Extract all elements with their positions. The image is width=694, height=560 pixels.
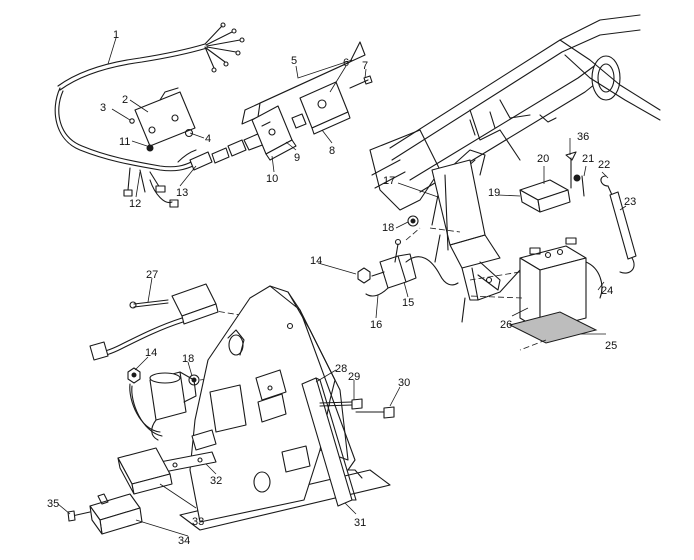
vehicle-frame <box>369 14 661 211</box>
battery-bolts <box>565 151 585 197</box>
wiring-harness <box>54 22 245 208</box>
callout-16: 16 <box>370 319 382 331</box>
callout-26: 26 <box>500 319 512 331</box>
cover-screw <box>67 510 91 522</box>
callout-13: 13 <box>176 187 188 199</box>
lamp-housing-right <box>291 75 373 135</box>
leader-lines <box>57 37 627 537</box>
callout-3: 3 <box>100 102 106 114</box>
plate-bolts <box>319 398 395 419</box>
fuse-box-cover <box>89 493 143 535</box>
washer-upper <box>407 215 419 227</box>
callout-17: 17 <box>383 175 395 187</box>
lamp-housing-left <box>251 105 297 161</box>
callout-34: 34 <box>178 535 190 547</box>
callout-19: 19 <box>488 187 500 199</box>
callout-27: 27 <box>146 269 158 281</box>
callout-28: 28 <box>335 363 347 375</box>
callout-14-upper: 14 <box>310 255 322 267</box>
callout-1: 1 <box>113 29 119 41</box>
callout-18-lower: 18 <box>182 353 194 365</box>
callout-4: 4 <box>205 133 211 145</box>
headlight-bracket-rail <box>241 41 366 125</box>
callout-32: 32 <box>210 475 222 487</box>
battery-bracket <box>431 159 521 323</box>
callout-35: 35 <box>47 498 59 510</box>
battery <box>519 237 603 331</box>
callout-12: 12 <box>129 198 141 210</box>
callout-2: 2 <box>122 94 128 106</box>
callout-20: 20 <box>537 153 549 165</box>
battery-strap <box>600 175 637 274</box>
callout-9: 9 <box>294 152 300 164</box>
callout-36: 36 <box>577 131 589 143</box>
callout-18-upper: 18 <box>382 222 394 234</box>
callout-labels: 1 2 3 4 5 6 7 8 9 10 11 12 13 14 14 15 1… <box>47 29 636 547</box>
callout-5: 5 <box>291 55 297 67</box>
regulator-module <box>127 367 200 441</box>
callout-23: 23 <box>624 196 636 208</box>
side-bracket <box>301 377 357 507</box>
callout-25: 25 <box>605 340 617 352</box>
starter-solenoid <box>357 238 459 297</box>
callout-22: 22 <box>598 159 610 171</box>
callout-7: 7 <box>362 60 368 72</box>
callout-33: 33 <box>192 516 204 528</box>
callout-21: 21 <box>582 153 594 165</box>
callout-8: 8 <box>329 145 335 157</box>
callout-14-lower: 14 <box>145 347 157 359</box>
callout-11: 11 <box>119 136 130 148</box>
fuse-box <box>117 447 173 495</box>
mounting-plate <box>179 285 391 531</box>
connector-chain <box>177 132 266 171</box>
battery-pad <box>508 311 598 344</box>
callout-15: 15 <box>402 297 414 309</box>
connector-bracket <box>129 87 196 152</box>
callout-29: 29 <box>348 371 360 383</box>
battery-cover <box>519 179 571 213</box>
callout-30: 30 <box>398 377 410 389</box>
callout-10: 10 <box>266 173 278 185</box>
callout-24: 24 <box>601 285 613 297</box>
callout-31: 31 <box>354 517 366 529</box>
callout-6: 6 <box>343 57 349 69</box>
ignition-coil <box>89 283 219 361</box>
